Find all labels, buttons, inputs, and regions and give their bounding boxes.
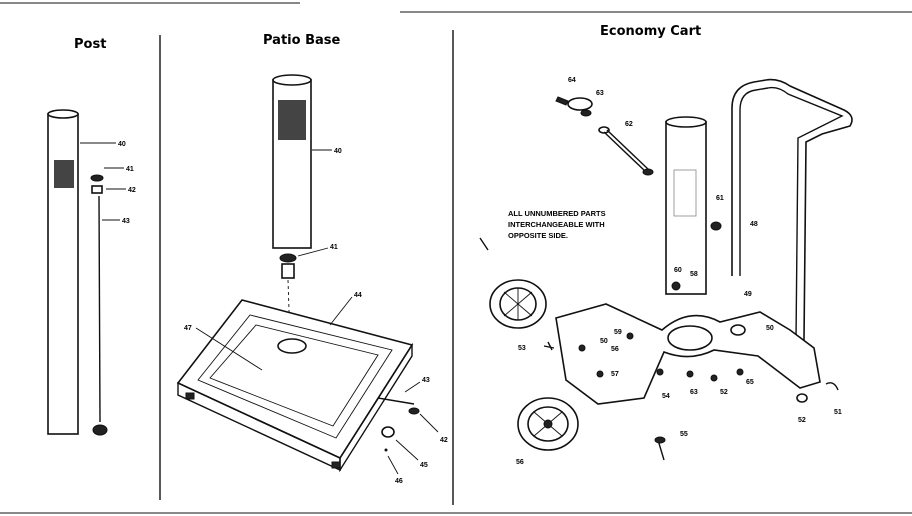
- cart-label-52: 52: [720, 389, 728, 396]
- base-label-46: 46: [395, 478, 403, 485]
- base-label-42: 42: [440, 437, 448, 444]
- post-label-43: 43: [122, 218, 130, 225]
- base-label-44: 44: [354, 292, 362, 299]
- cart-label-48: 48: [750, 221, 758, 228]
- patio-base-assembly: [176, 74, 439, 475]
- cart-label-56: 56: [516, 459, 524, 466]
- cart-label-59: 59: [614, 329, 622, 336]
- cart-label-63: 63: [596, 90, 604, 97]
- base-label-47: 47: [184, 325, 192, 332]
- panel-title-post: Post: [74, 37, 106, 52]
- post-label-41: 41: [126, 166, 134, 173]
- cart-label-52-right: 52: [798, 417, 806, 424]
- note-line-1: ALL UNNUMBERED PARTS: [508, 209, 606, 218]
- cart-label-65: 65: [746, 379, 754, 386]
- post-tube-top: [47, 109, 79, 119]
- post-label-40: 40: [118, 141, 126, 148]
- economy-cart-assembly: ALL UNNUMBERED PARTS INTERCHANGEABLE WIT…: [479, 78, 853, 461]
- cart-frame: [555, 303, 821, 405]
- cart-label-50-left: 50: [600, 338, 608, 345]
- note-line-2: INTERCHANGEABLE WITH: [508, 220, 605, 229]
- cart-label-50-right: 50: [766, 325, 774, 332]
- panel-title-economy-cart: Economy Cart: [600, 24, 701, 39]
- base-label-41: 41: [330, 244, 338, 251]
- cart-label-60: 60: [674, 267, 682, 274]
- cart-label-61: 61: [716, 195, 724, 202]
- cart-label-58-top: 58: [690, 271, 698, 278]
- base-label-43: 43: [422, 377, 430, 384]
- base-label-45: 45: [420, 462, 428, 469]
- cart-label-56-mid: 56: [611, 346, 619, 353]
- cart-label-53: 53: [518, 345, 526, 352]
- cart-label-55: 55: [680, 431, 688, 438]
- cart-label-49: 49: [744, 291, 752, 298]
- cart-handle: [731, 78, 853, 341]
- cart-label-64: 64: [568, 77, 576, 84]
- post-label-42: 42: [128, 187, 136, 194]
- panel-title-patio-base: Patio Base: [263, 33, 340, 48]
- cart-label-51: 51: [834, 409, 842, 416]
- cart-label-54: 54: [662, 393, 670, 400]
- note-line-3: OPPOSITE SIDE.: [508, 231, 568, 240]
- post-assembly: [47, 109, 126, 436]
- base-label-40: 40: [334, 148, 342, 155]
- cart-label-62: 62: [625, 121, 633, 128]
- cart-label-57: 57: [611, 371, 619, 378]
- post-label-panel: [54, 160, 74, 188]
- cart-label-63-lower: 63: [690, 389, 698, 396]
